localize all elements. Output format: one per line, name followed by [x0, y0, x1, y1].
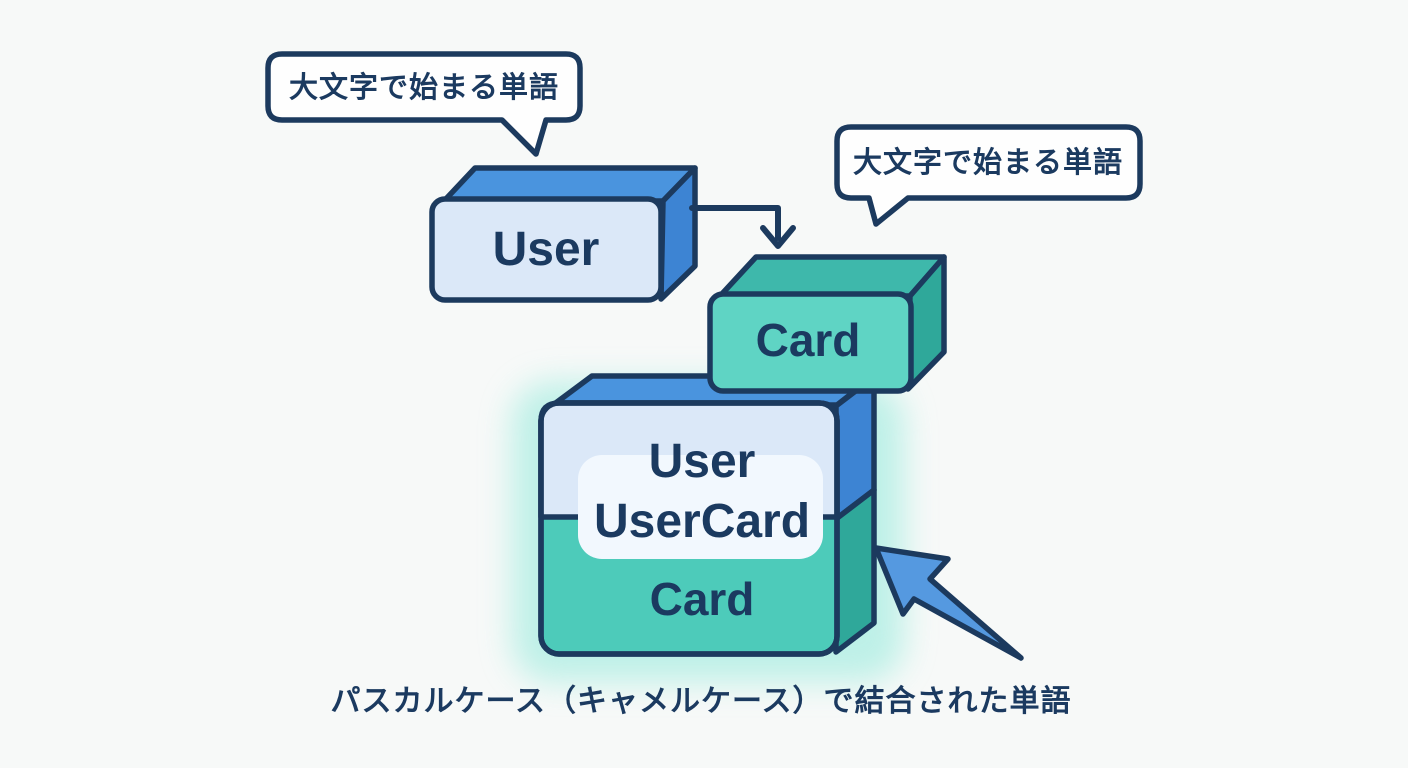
card-block-front-face	[707, 291, 914, 394]
card-block-top-face	[717, 254, 947, 299]
card-block-label: Card	[756, 314, 861, 366]
speech-bubble-left	[265, 51, 583, 157]
user-block: User	[429, 165, 698, 303]
flow-arrow-head	[760, 225, 796, 249]
user-block-front-face	[429, 196, 664, 303]
combined-block-lower-label: Card	[650, 573, 755, 625]
combined-block-tab	[578, 455, 823, 559]
pointer-arrow	[873, 545, 1024, 661]
user-block-top-face	[441, 165, 698, 204]
combined-block-upper-label: User	[649, 435, 756, 488]
card-block: Card	[707, 254, 947, 394]
flow-arrow	[689, 205, 781, 241]
speech-bubble-right	[834, 124, 1143, 227]
speech-bubble-left-label: 大文字で始まる単語	[289, 70, 559, 104]
caption-text: パスカルケース（キャメルケース）で結合された単語	[331, 684, 1072, 718]
combined-block-side-face-lower	[833, 487, 877, 655]
speech-bubble-right-label: 大文字で始まる単語	[853, 145, 1123, 179]
user-block-label: User	[493, 223, 600, 276]
combined-block: User UserCard Card	[538, 373, 877, 657]
combined-block-outline	[538, 400, 840, 657]
combined-block-tab-label: UserCard	[594, 495, 810, 548]
